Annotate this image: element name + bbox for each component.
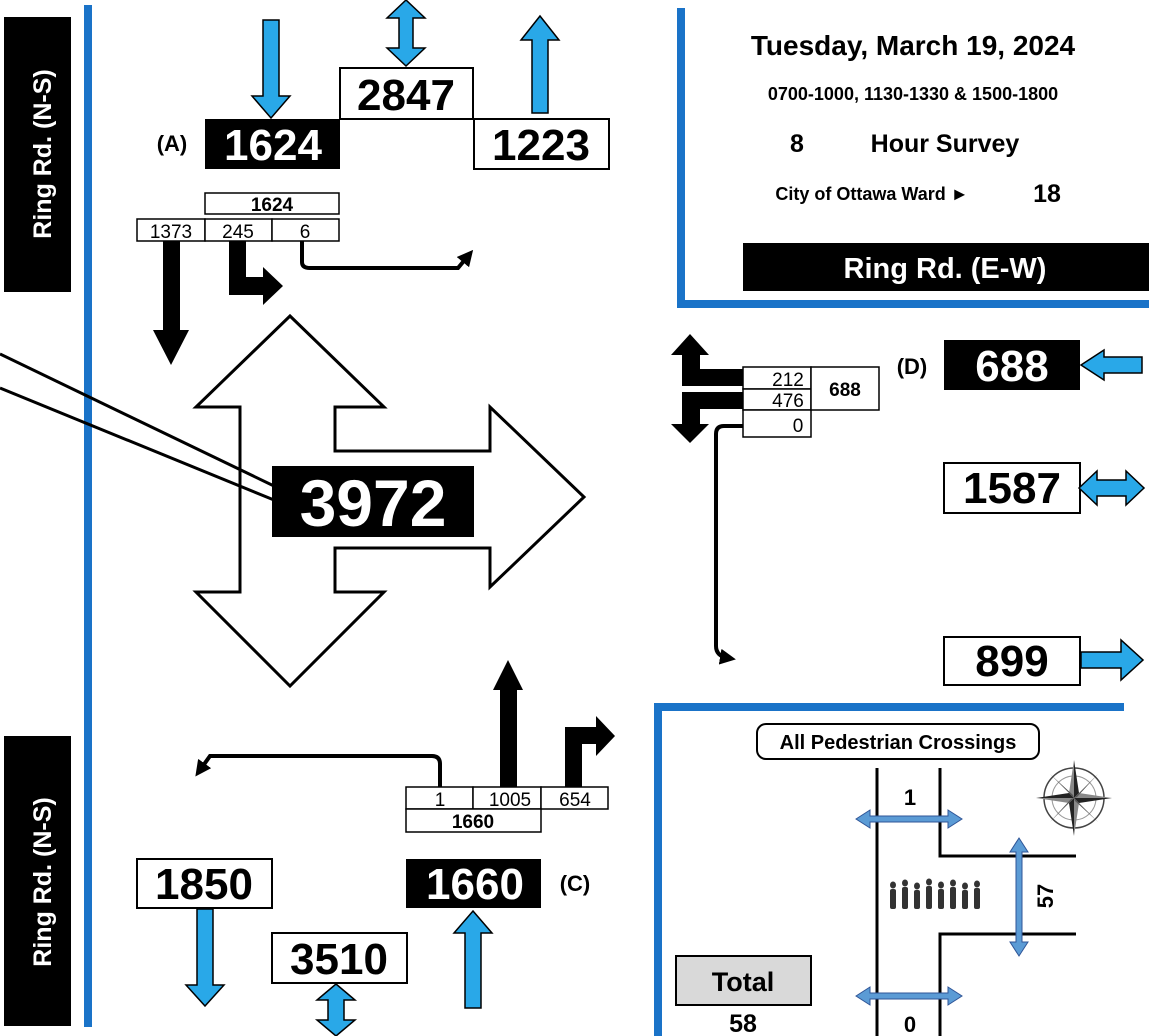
east-leg-label: (D)	[897, 354, 928, 379]
east-movement-left: 0	[793, 416, 804, 437]
ped-road-edge-east	[940, 768, 1076, 856]
east-departure: 899	[975, 637, 1048, 686]
north-movement-total: 1624	[251, 195, 294, 216]
south-out-arrow	[186, 909, 224, 1006]
north-in-arrow	[252, 20, 290, 118]
ped-total-value: 58	[729, 1010, 757, 1036]
ward-number: 18	[1033, 180, 1061, 208]
east-movement-through: 476	[772, 391, 804, 412]
east-movement-total: 688	[829, 380, 861, 401]
ns-road-line	[84, 5, 92, 1027]
south-departure: 1850	[155, 860, 253, 909]
east-left-turn-line	[716, 426, 743, 658]
north-movement-left: 6	[300, 222, 311, 243]
south-uturn-line	[200, 756, 440, 787]
ped-box-line-vertical	[654, 703, 662, 1036]
ward-label: City of Ottawa Ward ►	[775, 184, 968, 204]
east-out-arrow	[1081, 640, 1143, 680]
survey-periods: 0700-1000, 1130-1330 & 1500-1800	[768, 84, 1058, 104]
pedestrians-icon	[890, 879, 980, 910]
south-in-arrow	[454, 911, 492, 1008]
ped-north-crossing: 1	[904, 785, 916, 810]
south-movement-through: 1005	[489, 790, 531, 811]
north-movement-right: 1373	[150, 222, 192, 243]
ped-road-edge-east-lower	[940, 934, 1076, 1036]
north-leg-label: (A)	[157, 131, 188, 156]
ped-south-crossing-arrow	[856, 987, 962, 1005]
north-out-arrow	[521, 16, 559, 113]
south-movement-left: 1	[435, 790, 446, 811]
east-approach: 688	[975, 342, 1048, 391]
south-movement-right: 654	[559, 790, 591, 811]
north-bend-arrow	[229, 241, 283, 305]
north-two-way-arrow	[387, 0, 425, 66]
survey-label: Hour Survey	[871, 130, 1020, 158]
east-in-arrow	[1081, 350, 1142, 380]
compass-rose-icon	[1036, 760, 1112, 836]
ped-total-label: Total	[712, 967, 775, 997]
south-movement-total: 1660	[452, 812, 494, 833]
north-uturn-line	[302, 241, 468, 268]
east-right-turn-arrow	[671, 334, 743, 386]
ew-street-label: Ring Rd. (E-W)	[844, 253, 1047, 285]
south-two-way-arrow	[317, 984, 355, 1036]
north-departure: 1223	[492, 121, 590, 170]
ns-top-street-label: Ring Rd. (N-S)	[29, 69, 57, 238]
north-through-arrow	[153, 241, 189, 365]
north-leg-total: 2847	[357, 71, 455, 120]
ew-road-line-horizontal	[677, 300, 1149, 308]
north-movement-through: 245	[222, 222, 254, 243]
south-right-turn-arrow	[565, 716, 615, 787]
survey-date: Tuesday, March 19, 2024	[751, 30, 1076, 61]
east-movement-right: 212	[772, 370, 804, 391]
ped-title: All Pedestrian Crossings	[780, 732, 1017, 754]
east-through-arrow	[671, 392, 743, 443]
south-through-arrow	[493, 660, 523, 787]
east-leg-total: 1587	[963, 464, 1061, 513]
east-two-way-arrow	[1079, 471, 1144, 505]
intersection-total: 3972	[300, 466, 447, 540]
north-approach: 1624	[224, 121, 322, 170]
south-leg-label: (C)	[560, 871, 591, 896]
south-leg-total: 3510	[290, 935, 388, 984]
survey-hours: 8	[790, 130, 804, 158]
ns-bottom-street-label: Ring Rd. (N-S)	[29, 797, 57, 966]
south-approach: 1660	[426, 860, 524, 909]
ped-south-crossing: 0	[904, 1012, 916, 1036]
ped-box-line-horizontal	[654, 703, 1124, 711]
ped-north-crossing-arrow	[856, 810, 962, 828]
ew-road-line-vertical	[677, 8, 685, 308]
ped-east-crossing: 57	[1033, 884, 1058, 908]
